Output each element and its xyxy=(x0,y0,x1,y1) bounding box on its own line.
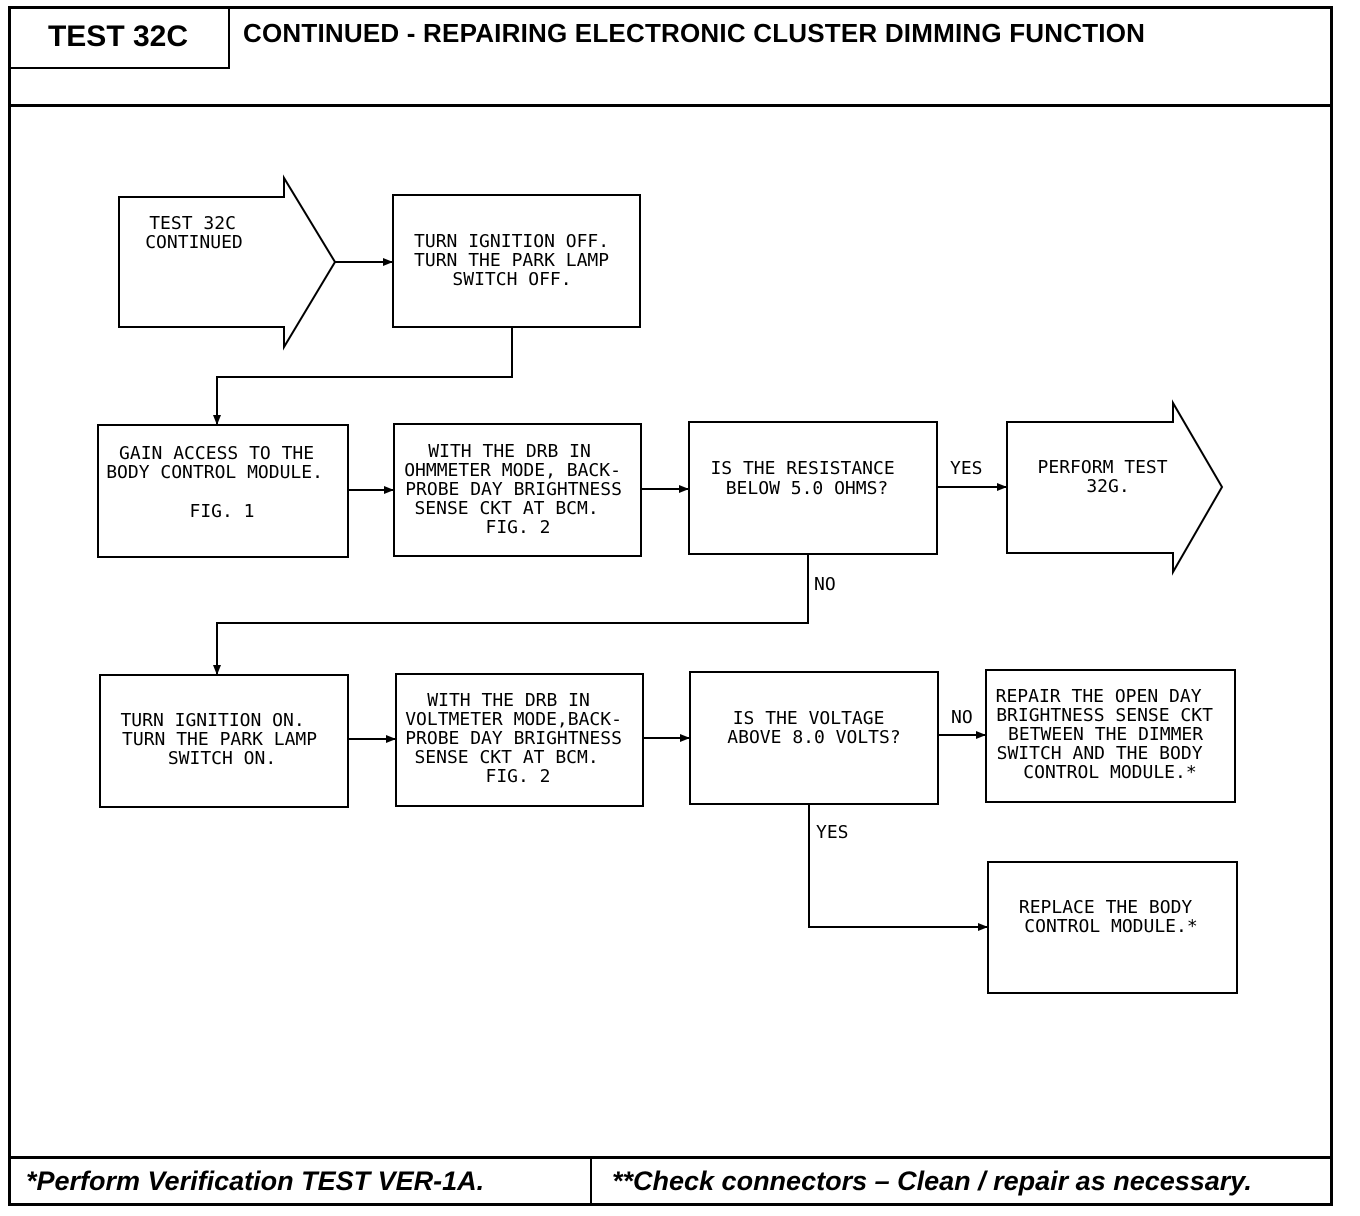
repair-open-circuit-box xyxy=(985,669,1236,803)
step-ohmmeter-text: WITH THE DRB IN OHMMETER MODE, BACK- PRO… xyxy=(404,441,633,538)
repair-open-circuit-text: REPAIR THE OPEN DAY BRIGHTNESS SENSE CKT… xyxy=(996,686,1224,783)
footer-divider xyxy=(8,1156,1333,1159)
connector-decision1-no xyxy=(213,554,809,675)
replace-module-text: REPLACE THE BODY CONTROL MODULE.* xyxy=(1019,897,1203,937)
perform-test-arrow-shape xyxy=(1006,399,1224,576)
page-title: CONTINUED - REPAIRING ELECTRONIC CLUSTER… xyxy=(243,18,1146,48)
step-gain-access-text: GAIN ACCESS TO THE BODY CONTROL MODULE. … xyxy=(106,443,334,522)
page-frame xyxy=(8,6,1333,1206)
decision2-yes-label: YES xyxy=(816,822,849,843)
start-label: TEST 32C CONTINUED xyxy=(145,213,247,253)
decision1-yes-label: YES xyxy=(950,458,983,479)
decision1-no-label: NO xyxy=(814,574,836,595)
step-voltmeter-box xyxy=(395,673,644,807)
connector-decision2-yes xyxy=(808,804,988,931)
step-ignition-off-text: TURN IGNITION OFF. TURN THE PARK LAMP SW… xyxy=(414,231,620,290)
footnote-connectors: **Check connectors – Clean / repair as n… xyxy=(612,1166,1252,1196)
step-ignition-on-text: TURN IGNITION ON. TURN THE PARK LAMP SWI… xyxy=(120,710,328,769)
step-ignition-on-box xyxy=(99,674,349,808)
replace-module-box xyxy=(987,861,1238,994)
step-voltmeter-text: WITH THE DRB IN VOLTMETER MODE,BACK- PRO… xyxy=(405,690,633,787)
start-arrow-shape xyxy=(118,174,337,351)
step-ignition-off-box xyxy=(392,194,641,328)
perform-test-text: PERFORM TEST 32G. xyxy=(1038,457,1179,497)
footnote-verification: *Perform Verification TEST VER-1A. xyxy=(26,1166,485,1196)
test-id-label: TEST 32C xyxy=(8,6,230,69)
decision-resistance-text: IS THE RESISTANCE BELOW 5.0 OHMS? xyxy=(710,458,905,499)
decision-voltage-box xyxy=(689,671,939,805)
decision-voltage-text: IS THE VOLTAGE ABOVE 8.0 VOLTS? xyxy=(727,708,900,748)
header-divider xyxy=(8,104,1333,107)
decision2-no-label: NO xyxy=(951,707,973,728)
footer-column-divider xyxy=(590,1157,592,1206)
connector-step1-to-step2 xyxy=(213,327,513,425)
